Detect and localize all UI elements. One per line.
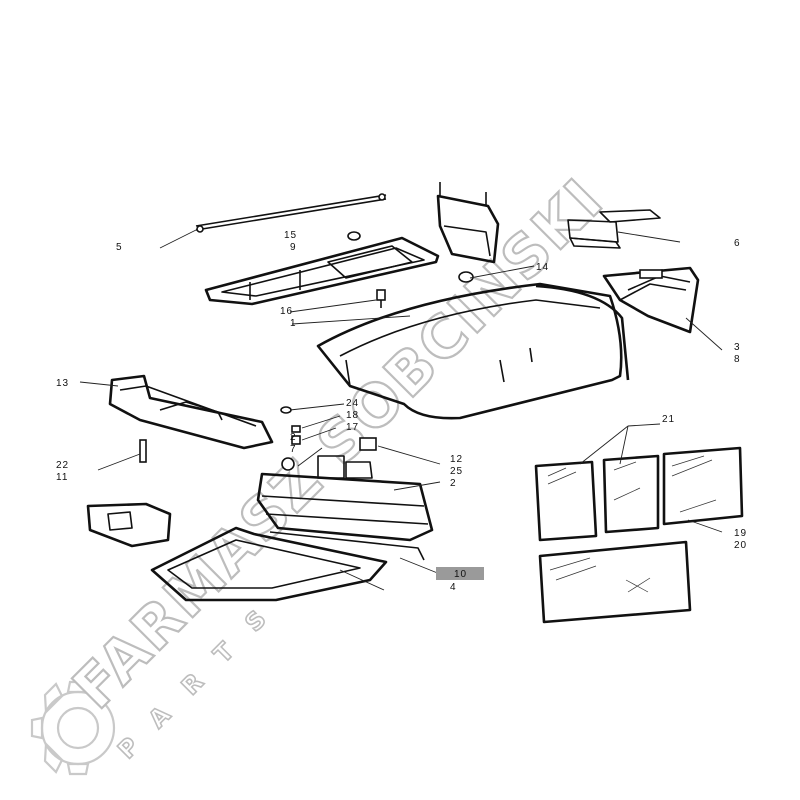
part-pin — [139, 439, 147, 463]
part-drawings — [86, 182, 744, 624]
part-small-brackets — [567, 209, 661, 249]
callout-3: 3 — [734, 342, 741, 353]
part-rod — [195, 193, 387, 233]
part-fender-panel — [316, 282, 630, 420]
callout-2b: 2 — [450, 478, 457, 489]
callout-18: 18 — [346, 410, 359, 421]
leader-lines — [79, 229, 723, 591]
callout-16: 16 — [280, 306, 293, 317]
part-small-hardware — [280, 406, 301, 445]
callout-17: 17 — [346, 422, 359, 433]
callout-10-highlight[interactable]: 10 — [436, 567, 484, 580]
callout-20: 20 — [734, 540, 747, 551]
callout-7: 7 — [290, 444, 297, 455]
part-nut-top — [347, 231, 361, 241]
callout-9: 9 — [290, 242, 297, 253]
part-side-housing — [602, 266, 700, 334]
watermark: FARMASZ SOBCINSKI PARTS — [30, 164, 618, 776]
callout-11: 11 — [56, 472, 68, 483]
callout-1: 1 — [290, 318, 297, 329]
callout-5a: 5 — [116, 242, 123, 253]
part-upper-bracket — [436, 182, 500, 264]
callout-25: 25 — [450, 466, 463, 477]
callout-12: 12 — [450, 454, 463, 465]
callout-10: 10 — [454, 569, 467, 580]
callout-22: 22 — [56, 460, 69, 471]
callout-4: 4 — [450, 582, 457, 593]
callout-13: 13 — [56, 378, 69, 389]
part-glass-panels — [534, 446, 744, 624]
part-gasket — [150, 526, 388, 602]
callout-6: 6 — [734, 238, 741, 249]
part-block — [86, 502, 172, 548]
part-frame-bracket — [204, 236, 440, 306]
part-step-rail — [108, 374, 274, 450]
part-nut-14 — [458, 271, 474, 283]
callout-14: 14 — [536, 262, 549, 273]
callout-21: 21 — [662, 414, 675, 425]
callout-15: 15 — [284, 230, 297, 241]
callout-2a: 2 — [290, 432, 297, 443]
callout-24: 24 — [346, 398, 359, 409]
callout-19: 19 — [734, 528, 747, 539]
part-bolt-16 — [376, 289, 386, 308]
gear-logo-icon — [30, 680, 116, 776]
callout-labels: 5 15 9 16 1 6 14 3 8 13 24 18 17 2 7 22 … — [56, 230, 747, 593]
part-console-housing — [256, 472, 434, 561]
callout-8: 8 — [734, 354, 741, 365]
